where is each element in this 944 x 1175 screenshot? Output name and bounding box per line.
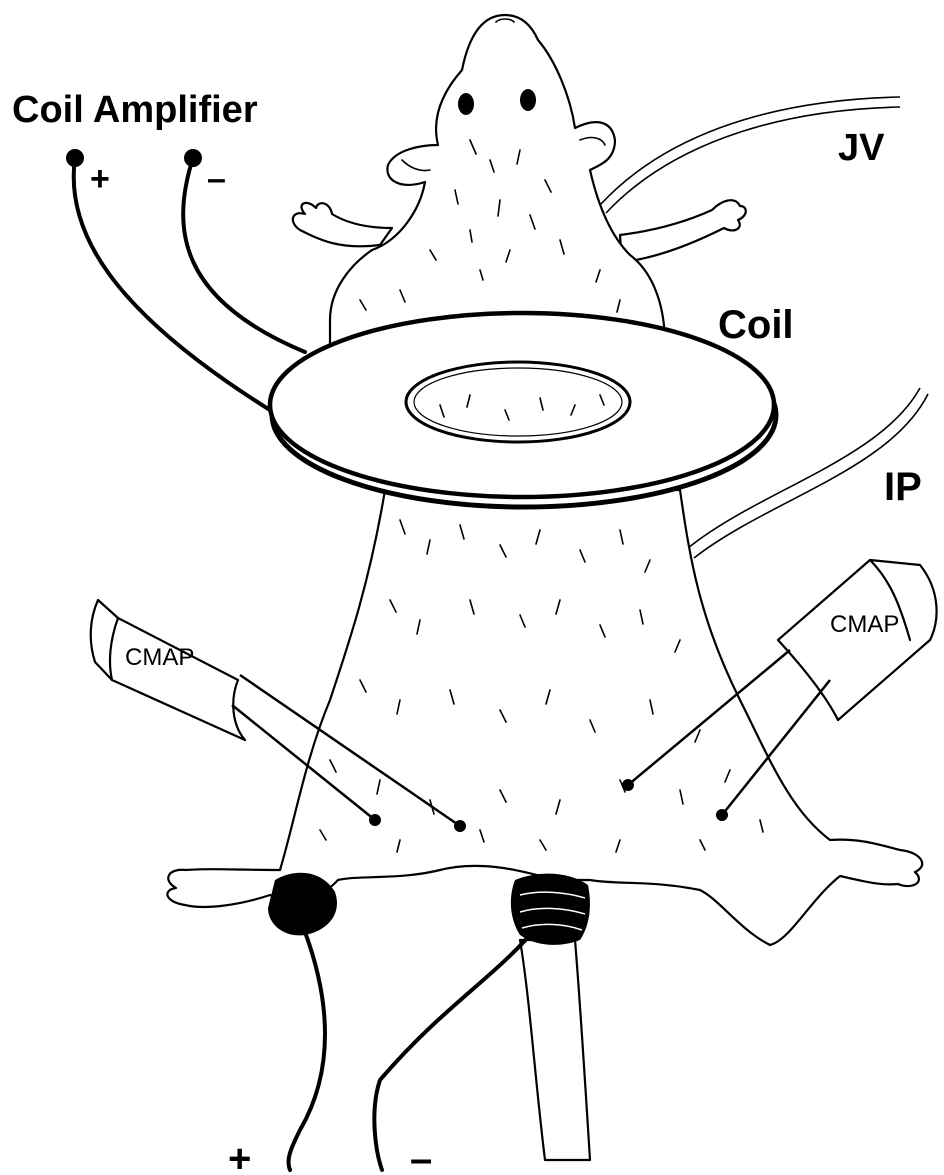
rat-tail [520,940,590,1160]
coil-label: Coil [718,303,794,347]
amp-minus-label: – [207,160,226,198]
cmap-left-label: CMAP [125,644,194,671]
amp-plus-terminal [66,149,84,167]
amp-plus-label: + [90,160,110,198]
leg-plus-label: + [228,1137,251,1175]
coil-inner-opening [406,362,630,442]
amp-minus-terminal [184,149,202,167]
ip-label: IP [884,465,922,509]
left-leg-electrode-wrap [268,873,337,936]
coil-amplifier-label: Coil Amplifier [12,89,258,131]
cmap-right-label: CMAP [830,611,899,638]
leg-minus-wire [374,935,530,1170]
leg-wires [288,932,530,1170]
leg-minus-label: – [410,1137,432,1175]
rat-upper-body [293,15,746,345]
coil [270,313,776,507]
leg-plus-wire [288,932,325,1170]
amp-minus-wire [183,158,305,352]
left-eye [458,93,474,115]
tail-electrode-wrap [511,874,590,945]
electrode-wraps [268,873,590,945]
left-forelimb [293,203,392,246]
jv-label: JV [838,127,885,169]
right-forelimb [620,200,746,262]
rat-head-torso [330,15,665,345]
right-eye [520,89,536,111]
